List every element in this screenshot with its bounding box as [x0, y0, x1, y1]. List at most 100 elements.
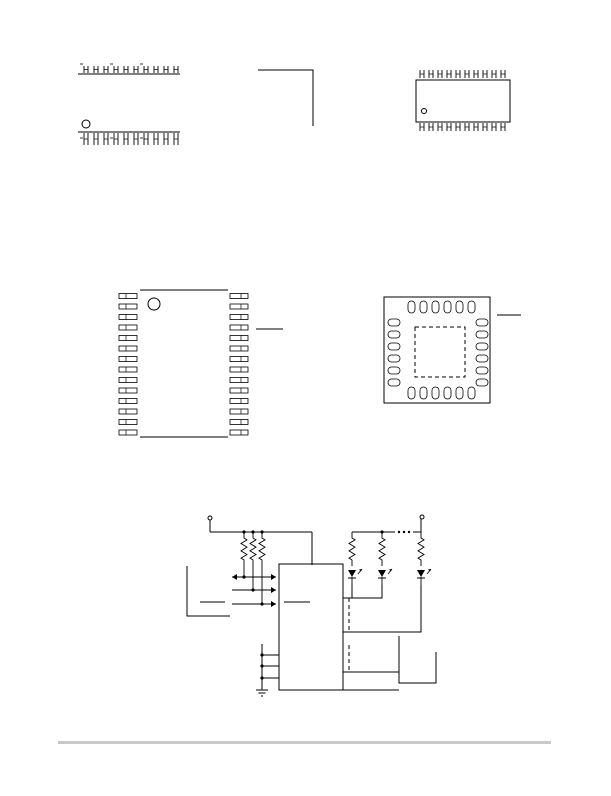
- dip-bottom-pin-row: [80, 133, 179, 145]
- qfn-pad-bottom: [431, 386, 440, 400]
- dip-top-pin: [93, 66, 99, 73]
- soic-top-pin: [446, 70, 452, 78]
- secondary-device-outline: [398, 636, 437, 684]
- dip-bottom-pin: [103, 133, 109, 145]
- qfn-pad-left: [387, 366, 401, 375]
- ssop-left-pin: [118, 387, 138, 394]
- led-series-resistor-icon: [378, 532, 386, 566]
- pin-1-marker-circle-icon: [147, 297, 161, 311]
- ssop-left-pin: [118, 314, 138, 320]
- qfn-pad-left: [387, 378, 401, 387]
- ssop-left-pin: [118, 366, 138, 373]
- arrow-right-icon: [271, 574, 276, 580]
- ssop-right-pin: [229, 345, 249, 352]
- soic-top-pin: [473, 70, 479, 78]
- qfn-pad-right: [475, 366, 489, 375]
- led-icon: [417, 568, 432, 585]
- qfn-pad-right: [475, 354, 489, 363]
- ssop-right-pin: [229, 366, 249, 373]
- ground-symbol-icon: [256, 689, 268, 697]
- soic-bottom-pin: [455, 123, 461, 131]
- pull-up-resistor-icon: [240, 532, 248, 566]
- ssop-right-pin: [229, 377, 249, 383]
- host-controller-outline: [186, 566, 230, 617]
- ssop-left-pin: [118, 303, 138, 310]
- dip-bottom-pin: [133, 133, 139, 145]
- qfn-pad-right: [475, 318, 489, 327]
- qfn-pad-bottom: [467, 386, 476, 400]
- arrow-right-icon: [271, 587, 276, 593]
- footer-rule: [58, 741, 551, 744]
- pin-1-marker-dot-icon: [421, 108, 427, 114]
- arrow-left-icon: [232, 574, 237, 580]
- ssop-left-pin: [118, 356, 138, 362]
- soic-top-pin: [491, 70, 497, 78]
- package-ssop-28: [118, 289, 283, 438]
- dip-top-pin: [153, 66, 159, 73]
- qfn-pad-right: [475, 330, 489, 339]
- ssop-right-pin: [229, 398, 249, 404]
- soic-bottom-pin: [473, 123, 479, 131]
- qfn-pad-top: [467, 300, 476, 314]
- qfn-pad-bottom: [443, 386, 452, 400]
- led-icon: [348, 568, 363, 585]
- soic-top-pin-row: [419, 70, 506, 78]
- dip-bottom-pin: [83, 133, 89, 145]
- soic-top-pin: [437, 70, 443, 78]
- ssop-right-pin: [229, 429, 249, 436]
- pull-up-resistors: [240, 532, 266, 604]
- led-icon: [378, 568, 393, 585]
- dip-top-pin: [83, 66, 89, 73]
- qfn-pad-top: [407, 300, 416, 314]
- dip-bottom-pin: [173, 133, 179, 145]
- soic-body: [415, 79, 511, 123]
- qfn-body: [383, 296, 491, 404]
- qfn-pad-left: [387, 318, 401, 327]
- led-branches: [348, 532, 432, 585]
- ssop-right-pin: [229, 293, 249, 299]
- ssop-left-pin: [118, 408, 138, 415]
- led-series-resistor-icon: [417, 532, 425, 566]
- qfn-pad-bottom: [407, 386, 416, 400]
- soic-top-pin: [419, 70, 425, 78]
- ssop-right-pin: [229, 303, 249, 310]
- supply-node-left-icon: [207, 515, 213, 521]
- dip-top-pin-row: [80, 63, 179, 73]
- qfn-pad-top: [443, 300, 452, 314]
- dip-top-pin: [123, 66, 129, 73]
- soic-bottom-pin: [491, 123, 497, 131]
- dip-top-pin: [173, 66, 179, 73]
- ssop-right-pin: [229, 314, 249, 320]
- exposed-pad-dashed-square-icon: [414, 326, 466, 378]
- pin-1-marker-circle-icon: [81, 119, 91, 129]
- soic-bottom-pin: [437, 123, 443, 131]
- qfn-pad-left: [387, 342, 401, 351]
- ssop-left-pin: [118, 335, 138, 341]
- qfn-pad-left: [387, 354, 401, 363]
- qfn-pad-top: [431, 300, 440, 314]
- dip-bottom-pin: [123, 133, 129, 145]
- qfn-pad-left: [387, 330, 401, 339]
- package-dip-20: [78, 63, 314, 145]
- ssop-left-pin: [118, 398, 138, 404]
- dip-bottom-pin: [93, 133, 99, 145]
- pull-up-resistor-icon: [249, 532, 257, 566]
- soic-bottom-pin: [482, 123, 488, 131]
- soic-bottom-pin: [500, 123, 506, 131]
- ssop-left-pin: [118, 324, 138, 331]
- dip-bottom-pin: [153, 133, 159, 145]
- dip-top-pin: [113, 66, 119, 73]
- package-qfn-24: [383, 296, 521, 404]
- dip-top-pin: [143, 66, 149, 73]
- qfn-pad-right: [475, 342, 489, 351]
- soic-top-pin: [455, 70, 461, 78]
- soic-top-pin: [464, 70, 470, 78]
- soic-bottom-pin-row: [419, 123, 506, 131]
- ssop-left-pin: [118, 345, 138, 352]
- ssop-left-pin: [118, 377, 138, 383]
- pull-up-resistor-icon: [258, 532, 266, 566]
- led-driver-ic: [278, 563, 344, 691]
- package-soic-20: [415, 70, 511, 131]
- soic-bottom-pin: [428, 123, 434, 131]
- dip-top-pin: [133, 66, 139, 73]
